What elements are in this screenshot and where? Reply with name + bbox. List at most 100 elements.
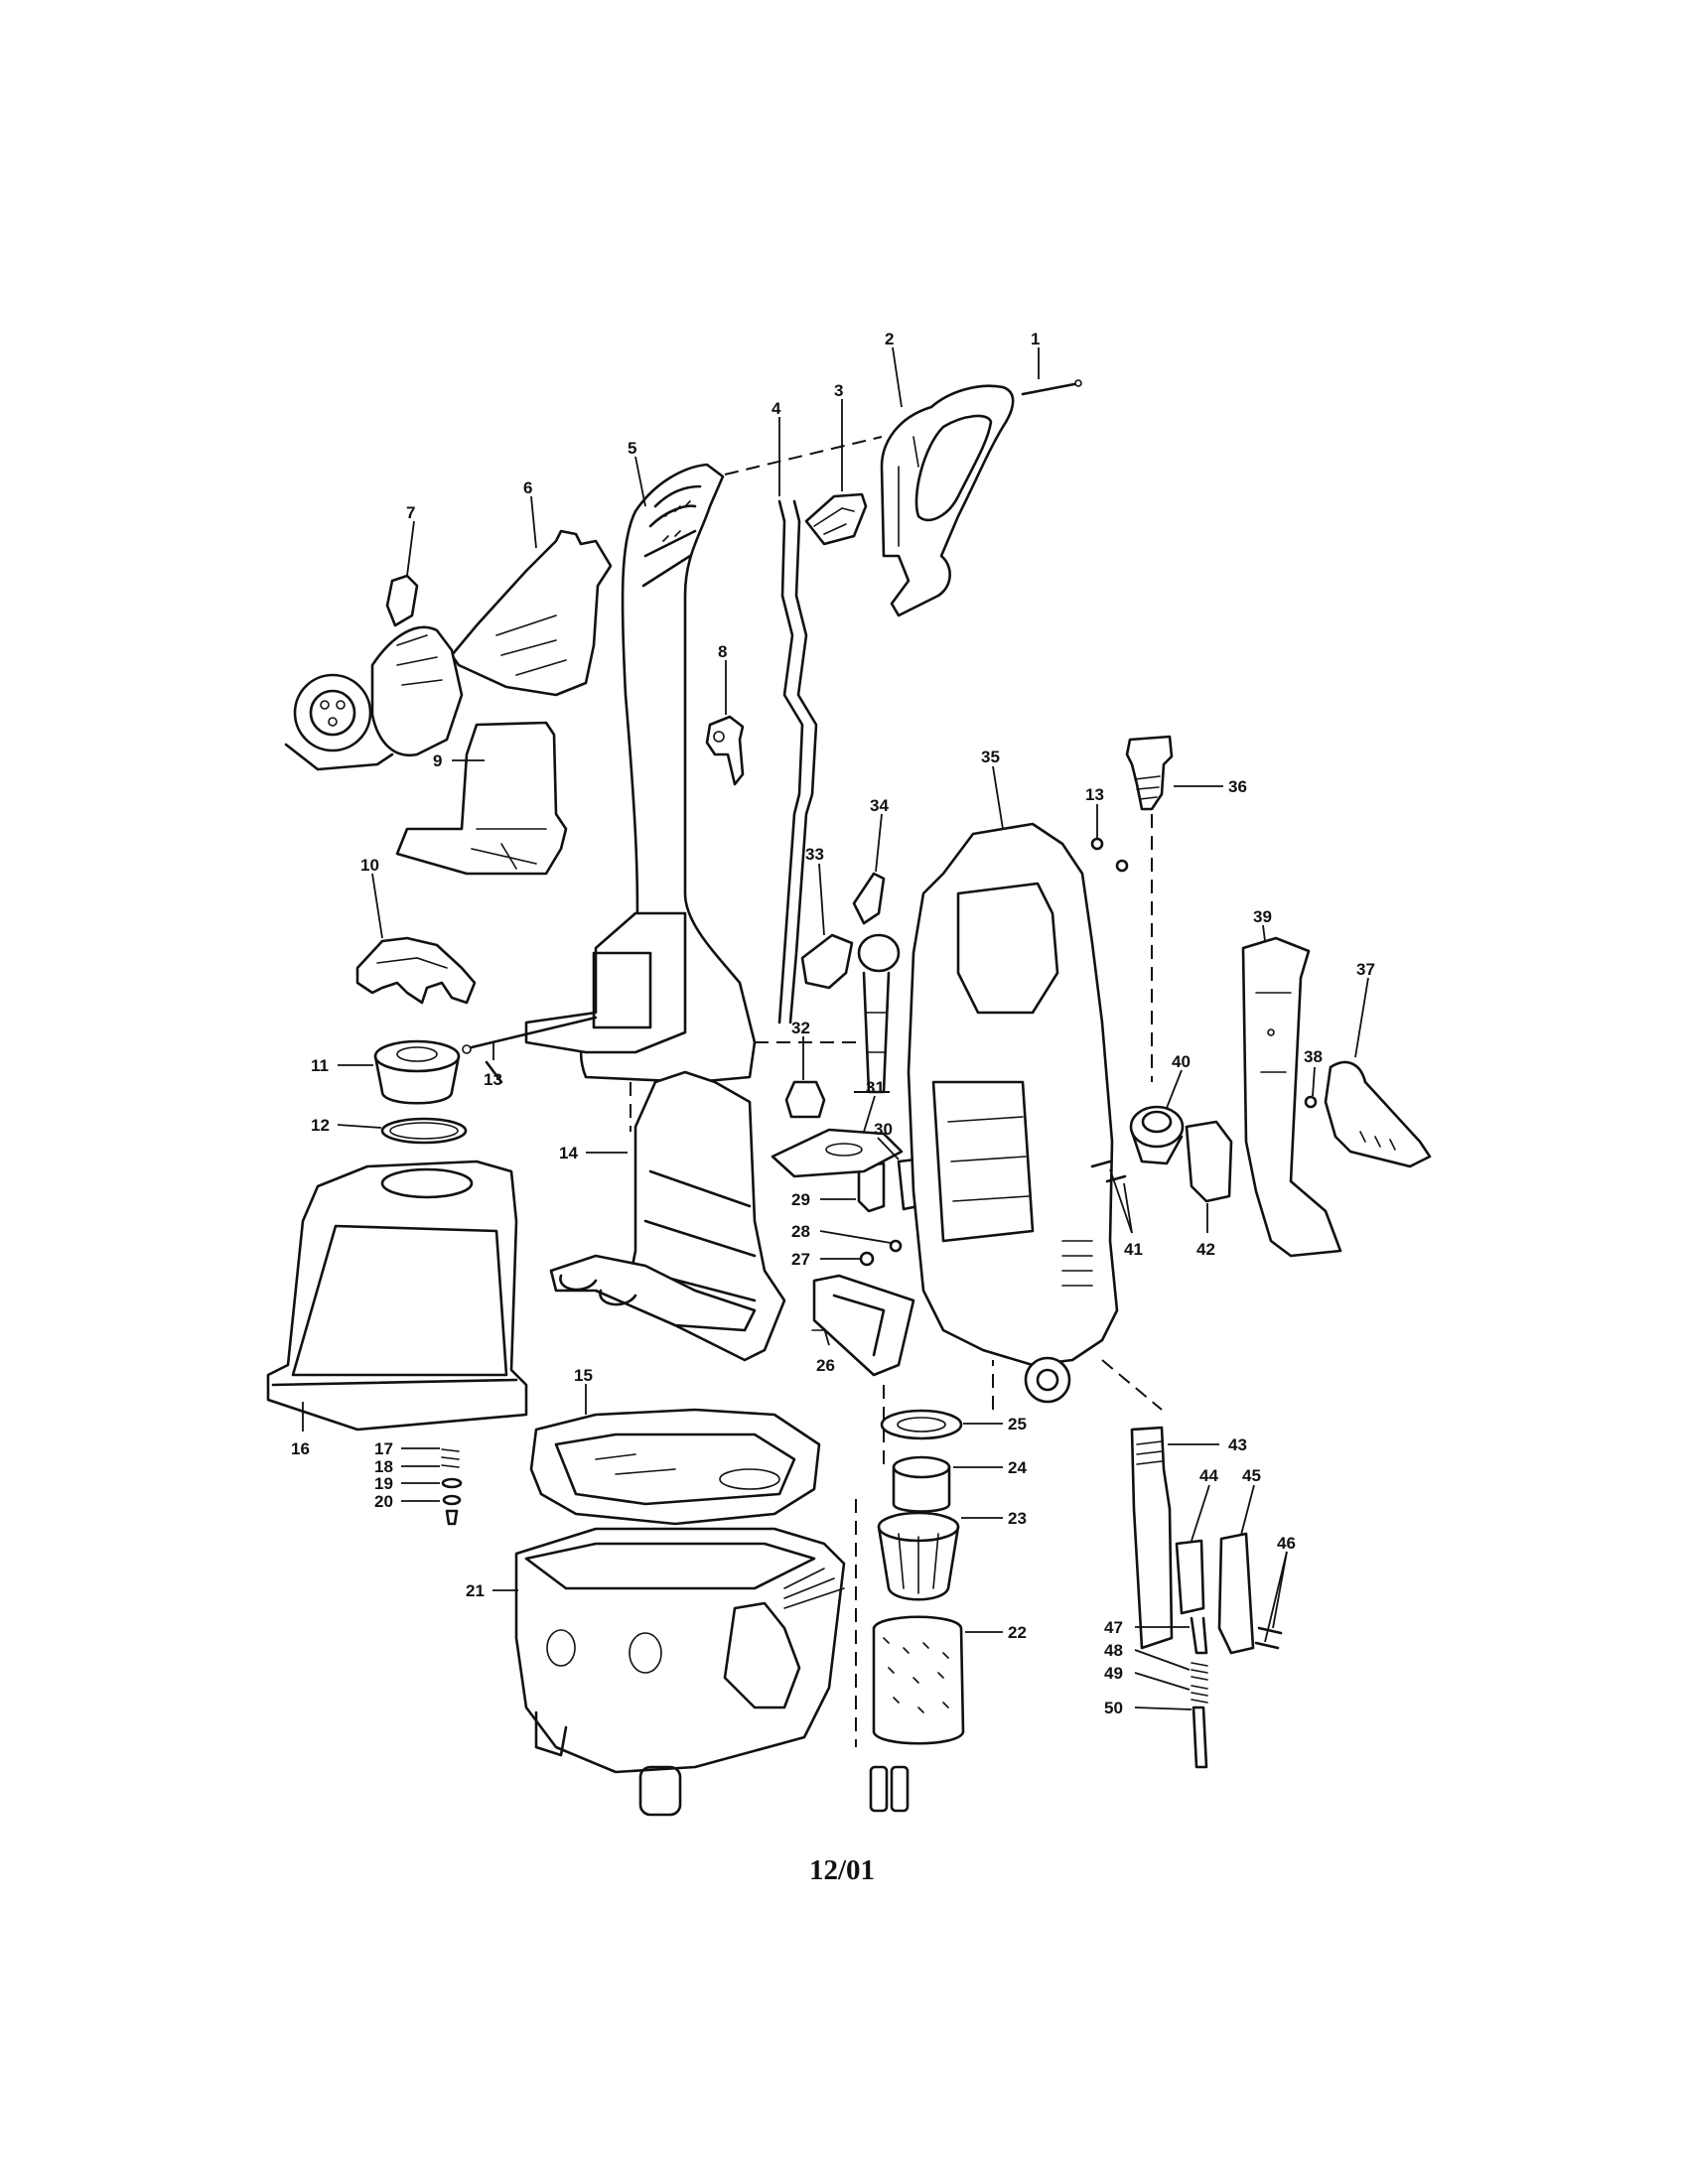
part-button-32 <box>784 1080 826 1119</box>
callout-7: 7 <box>406 503 415 522</box>
callout-15: 15 <box>574 1366 593 1385</box>
callout-17: 17 <box>374 1439 393 1458</box>
part-tank-16 <box>266 1160 528 1432</box>
part-washer-19 <box>442 1494 462 1506</box>
date-code: 12/01 <box>808 1854 876 1886</box>
callout-16: 16 <box>291 1439 310 1458</box>
callout-10: 10 <box>360 856 379 875</box>
callout-44: 44 <box>1199 1466 1218 1485</box>
callout-23: 23 <box>1008 1509 1027 1528</box>
part-spring-48 <box>1191 1662 1208 1681</box>
part-screws-41 <box>1090 1160 1127 1183</box>
callout-32: 32 <box>791 1019 810 1037</box>
callout-39: 39 <box>1253 907 1272 926</box>
part-tray-9 <box>395 721 568 876</box>
part-cover-6 <box>450 529 613 697</box>
callout-26: 26 <box>816 1356 835 1375</box>
part-frame-14 <box>549 1070 786 1362</box>
callout-6: 6 <box>523 478 532 497</box>
part-washer-18 <box>441 1477 463 1489</box>
part-shaft-34 <box>852 872 901 1094</box>
part-clip-8 <box>705 715 745 786</box>
callout-13-left: 13 <box>484 1070 502 1089</box>
callout-49: 49 <box>1104 1664 1123 1683</box>
callout-46: 46 <box>1277 1534 1296 1553</box>
callout-3: 3 <box>834 381 843 400</box>
callout-42: 42 <box>1196 1240 1215 1259</box>
callout-40: 40 <box>1172 1052 1191 1071</box>
part-side-panel-39 <box>1241 936 1342 1258</box>
callout-27: 27 <box>791 1250 810 1269</box>
callout-5: 5 <box>628 439 636 458</box>
callout-25: 25 <box>1008 1415 1027 1433</box>
callout-13-right: 13 <box>1085 785 1104 804</box>
callout-12: 12 <box>311 1116 330 1135</box>
callout-8: 8 <box>718 642 727 661</box>
callout-43: 43 <box>1228 1435 1247 1454</box>
part-motor-7 <box>284 574 464 771</box>
assembly-dashed-lines <box>630 436 994 1747</box>
part-tube-43 <box>1101 1359 1174 1650</box>
part-pump-40 <box>1129 1105 1185 1165</box>
part-connector-36 <box>1125 735 1174 1082</box>
part-handle-tube-5 <box>524 463 757 1084</box>
callout-31: 31 <box>866 1078 885 1097</box>
part-screw-38 <box>1304 1095 1318 1109</box>
part-cage-23 <box>877 1511 960 1601</box>
part-handle-grip-2 <box>880 384 1015 617</box>
part-switch-3 <box>804 492 868 546</box>
part-cylinder-24 <box>892 1455 951 1513</box>
part-pin-13-left <box>462 1016 598 1084</box>
callout-2: 2 <box>885 330 894 348</box>
part-screws-13-right <box>1090 837 1129 873</box>
part-pump-base-31 <box>771 1128 904 1178</box>
part-spray-tip-50 <box>1192 1706 1208 1769</box>
callout-38: 38 <box>1304 1047 1323 1066</box>
callout-48: 48 <box>1104 1641 1123 1660</box>
callout-45: 45 <box>1242 1466 1261 1485</box>
callout-33: 33 <box>805 845 824 864</box>
part-latch-26 <box>811 1274 915 1377</box>
callout-labels: 1 2 3 4 5 6 7 8 9 10 11 12 13 13 14 15 1 <box>291 330 1375 1717</box>
part-seal-25 <box>880 1409 963 1440</box>
callout-11: 11 <box>311 1056 329 1075</box>
part-bracket-10 <box>355 936 477 1005</box>
callout-30: 30 <box>874 1120 893 1139</box>
part-bracket-42 <box>1185 1120 1233 1203</box>
part-link-rod-4 <box>777 499 818 1024</box>
callout-50: 50 <box>1104 1699 1123 1717</box>
part-nozzle-47 <box>1190 1616 1208 1655</box>
callout-9: 9 <box>433 751 442 770</box>
callout-1: 1 <box>1031 330 1040 348</box>
callout-14: 14 <box>559 1144 578 1162</box>
callout-4: 4 <box>772 399 781 418</box>
callout-22: 22 <box>1008 1623 1027 1642</box>
part-lid-15 <box>529 1408 821 1526</box>
part-base-tank-21 <box>514 1527 846 1817</box>
part-pin-27 <box>859 1251 875 1267</box>
part-cover-45 <box>1217 1532 1255 1655</box>
part-orings-49 <box>1191 1685 1208 1704</box>
part-crevice-tool-37 <box>1324 1060 1432 1168</box>
part-screws-46 <box>1254 1626 1283 1650</box>
part-gasket-12 <box>380 1117 468 1145</box>
part-cap-11 <box>373 1039 461 1105</box>
callout-36: 36 <box>1228 777 1247 796</box>
callout-28: 28 <box>791 1222 810 1241</box>
callout-37: 37 <box>1356 960 1375 979</box>
callout-20: 20 <box>374 1492 393 1511</box>
part-bracket-33 <box>800 933 854 990</box>
part-valve-44 <box>1175 1539 1205 1615</box>
callout-34: 34 <box>870 796 889 815</box>
callout-47: 47 <box>1104 1618 1123 1637</box>
callout-35: 35 <box>981 748 1000 766</box>
part-spring-17 <box>441 1448 460 1468</box>
part-filter-22 <box>869 1615 965 1813</box>
callout-24: 24 <box>1008 1458 1027 1477</box>
part-screw-1 <box>1021 379 1082 396</box>
callout-41: 41 <box>1124 1240 1143 1259</box>
callout-18: 18 <box>374 1457 393 1476</box>
part-housing-35 <box>907 822 1119 1404</box>
part-valve-20 <box>445 1509 459 1526</box>
